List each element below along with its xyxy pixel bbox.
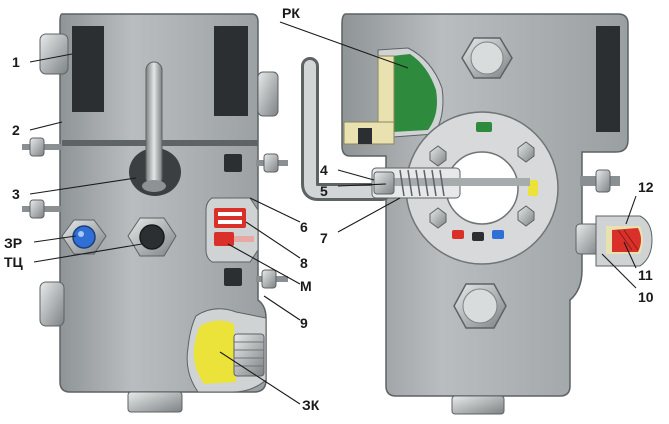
label-2: 2 (12, 122, 20, 138)
label-5: 5 (320, 183, 328, 199)
left-valve-body (22, 13, 288, 413)
label-8: 8 (300, 255, 308, 271)
label-7: 7 (320, 230, 328, 246)
label-m: М (300, 278, 312, 294)
leader-lines (29, 21, 637, 405)
label-3: 3 (12, 186, 20, 202)
label-4: 4 (320, 162, 328, 178)
label-9: 9 (300, 315, 308, 331)
label-rk: РК (282, 5, 300, 21)
label-tc: ТЦ (4, 254, 24, 270)
label-11: 11 (638, 267, 653, 283)
label-12: 12 (638, 179, 654, 195)
label-10: 10 (638, 289, 654, 305)
label-zr: ЗР (4, 235, 22, 251)
labels: 1 2 3 ЗР ТЦ РК 4 5 6 7 8 М 9 ЗК 12 11 10 (4, 5, 654, 413)
label-1: 1 (12, 54, 20, 70)
right-valve-body (301, 13, 653, 415)
label-6: 6 (300, 219, 308, 235)
spring-coils (399, 169, 445, 197)
label-zk: ЗК (302, 397, 320, 413)
